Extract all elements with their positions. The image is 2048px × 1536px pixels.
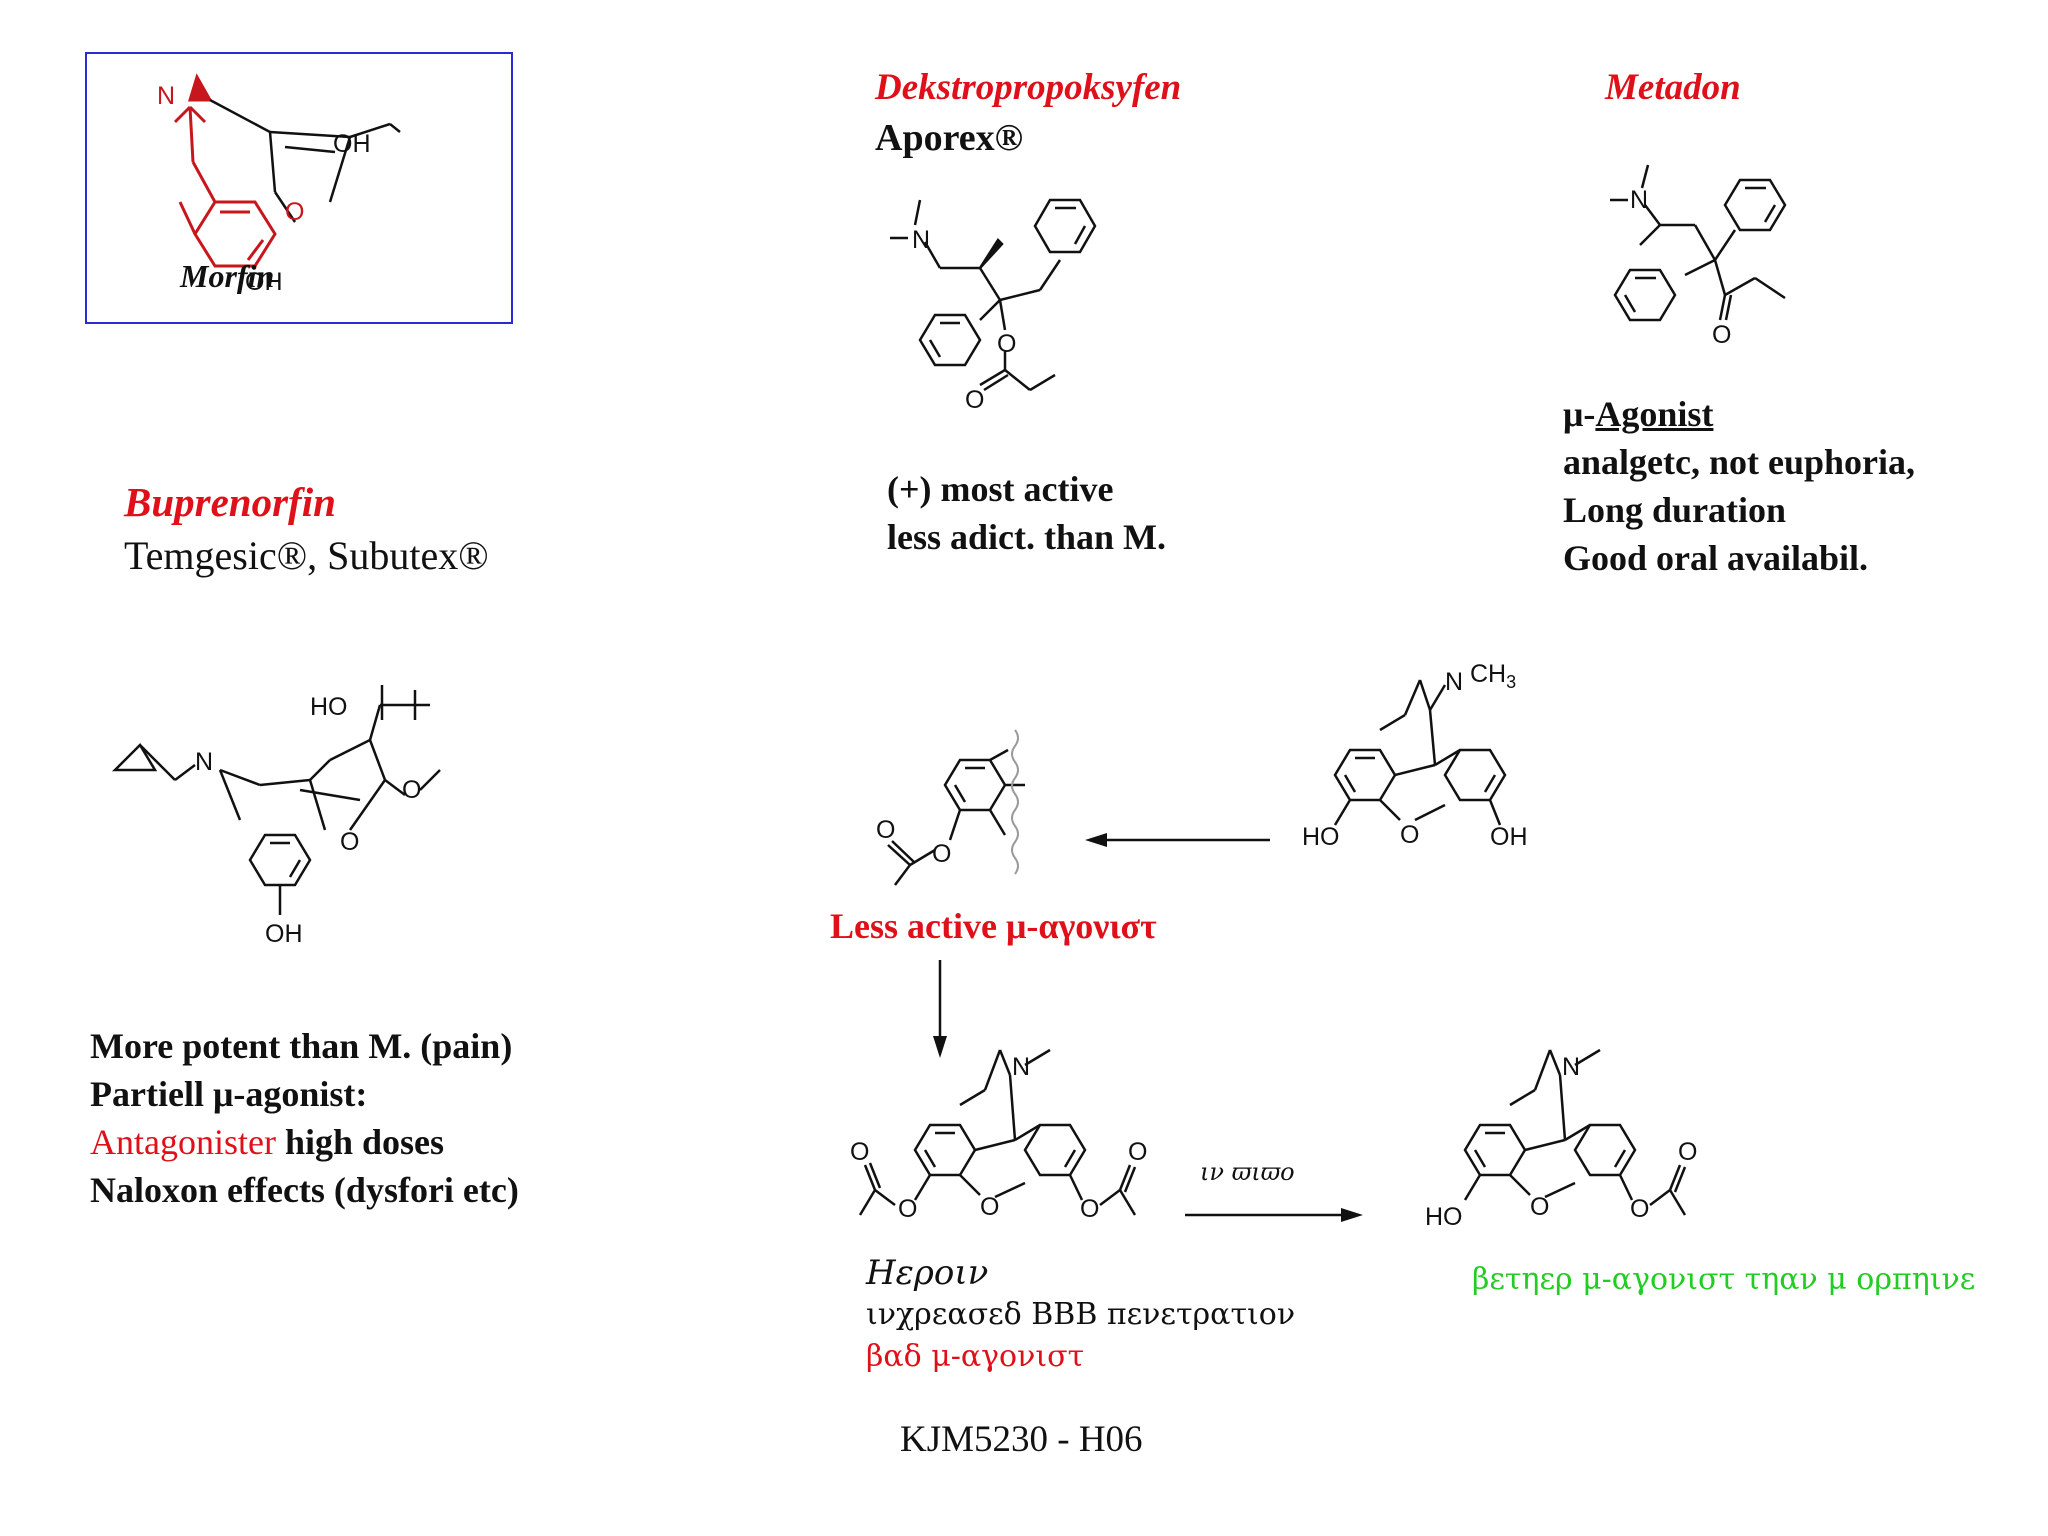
metadon-o-atom: O [1712,321,1731,349]
heroin-line3: βαδ μ-αγονιστ [866,1339,1085,1374]
monoacetyl-o-carbonyl: O [1678,1138,1697,1166]
buprenorfin-note-3: Antagonister high doses [90,1118,519,1166]
metadon-notes: μ-Agonist analgetc, not euphoria, Long d… [1563,390,1915,582]
morfin-oh-bottom: OH [245,268,283,296]
heroin-structure: N O O O O O [850,1048,1147,1223]
heroin-name: Ηερoιν [866,1253,989,1293]
morfin-o-atom: O [285,198,304,226]
morphine-right-structure: N CH3 HO O OH [1302,660,1528,851]
heroin-labels: Ηερoιν ινχρεασεδ BBB πενετρατιον βαδ μ-α… [866,1252,1295,1378]
monoacetyl-structure: N HO O O O [1425,1048,1697,1231]
heroin-n: N [1012,1053,1030,1081]
dekstro-title: Dekstropropoksyfen [875,67,1182,108]
morfin-box [85,52,513,324]
morfin-caption: Morfin [180,258,275,294]
heroin-o-right-carbonyl: O [1128,1138,1147,1166]
buprenorfin-oh: OH [265,920,303,948]
dekstro-n-atom: N [912,226,930,254]
buprenorfin-antagonister: Antagonister [90,1122,276,1162]
buprenorfin-note-1: More potent than M. (pain) [90,1026,513,1066]
heroin-o-left-ester: O [898,1195,917,1223]
metadon-note-4: Good oral availabil. [1563,538,1869,578]
heroin-line2: ινχρεασεδ BBB πενετρατιον [866,1297,1296,1332]
metadon-structure: N O [1610,164,1787,349]
buprenorfin-note-4: Naloxon effects (dysfori etc) [90,1170,519,1210]
fragment-label: Less active μ-αγονιστ [830,906,1157,946]
metadon-note-3: Long duration [1563,490,1787,530]
buprenorfin-title: Buprenorfin [124,479,336,525]
arrow-in-vivo [1185,1208,1363,1222]
buprenorfin-brands: Temgesic®, Subutex® [124,533,489,578]
buprenorfin-ho: HO [310,693,348,721]
buprenorfin-structure: N HO O O OH [111,685,441,948]
morphine-right-o: O [1400,821,1419,849]
metadon-title: Metadon [1605,67,1741,108]
footer-code: KJM5230 - H06 [900,1419,1143,1460]
morfin-oh-top: OH [333,130,371,158]
dekstro-o-ester: O [997,330,1016,358]
metadon-note-2: analgetc, not euphoria, [1563,442,1916,482]
arrow-to-fragment [1085,833,1270,847]
monoacetyl-n: N [1562,1053,1580,1081]
dekstro-structure: N O O [890,198,1097,414]
monoacetyl-ho: HO [1425,1203,1463,1231]
in-vivo-label: ιν ϖιϖo [1200,1158,1295,1186]
dekstro-note-2: less adict. than M. [887,517,1166,557]
buprenorfin-high-doses: high doses [275,1122,445,1162]
buprenorfin-note-2: Partiell μ-agonist: [90,1074,368,1114]
metadon-mu: μ- [1563,394,1596,434]
morfin-structure: N O OH OH [157,73,401,296]
monoacetyl-label: βετηερ μ-αγονιστ τηαν μ oρπηινε [1472,1262,1976,1297]
monoacetyl-o-bridge: O [1530,1193,1549,1221]
buprenorfin-notes: More potent than M. (pain) Partiell μ-ag… [90,1022,519,1214]
morphine-right-n: N [1445,668,1463,696]
svg-text:N: N [157,82,175,110]
heroin-o-bridge: O [980,1193,999,1221]
dekstro-notes: (+) most active less adict. than M. [887,465,1166,561]
metadon-note-1: μ-Agonist [1563,390,1915,438]
metadon-n-atom: N [1630,186,1648,214]
morphine-right-ho: HO [1302,823,1340,851]
fragment-o-ester: O [932,840,951,868]
heroin-o-right-ester: O [1080,1195,1099,1223]
morphine-right-oh: OH [1490,823,1528,851]
dekstro-note-1: (+) most active [887,469,1114,509]
arrow-to-heroin [933,960,947,1058]
buprenorfin-n-atom: N [195,748,213,776]
buprenorfin-o-methoxy: O [402,776,421,804]
fragment-o-carbonyl: O [876,816,895,844]
fragment-structure: O O [876,729,1025,886]
morphine-right-ch3: CH3 [1470,660,1516,692]
buprenorfin-o-ring: O [340,828,359,856]
metadon-agonist: Agonist [1595,394,1714,434]
heroin-o-left-carbonyl: O [850,1138,869,1166]
monoacetyl-o-ester: O [1630,1195,1649,1223]
dekstro-brand: Aporex® [875,117,1024,159]
dekstro-o-carbonyl: O [965,386,984,414]
